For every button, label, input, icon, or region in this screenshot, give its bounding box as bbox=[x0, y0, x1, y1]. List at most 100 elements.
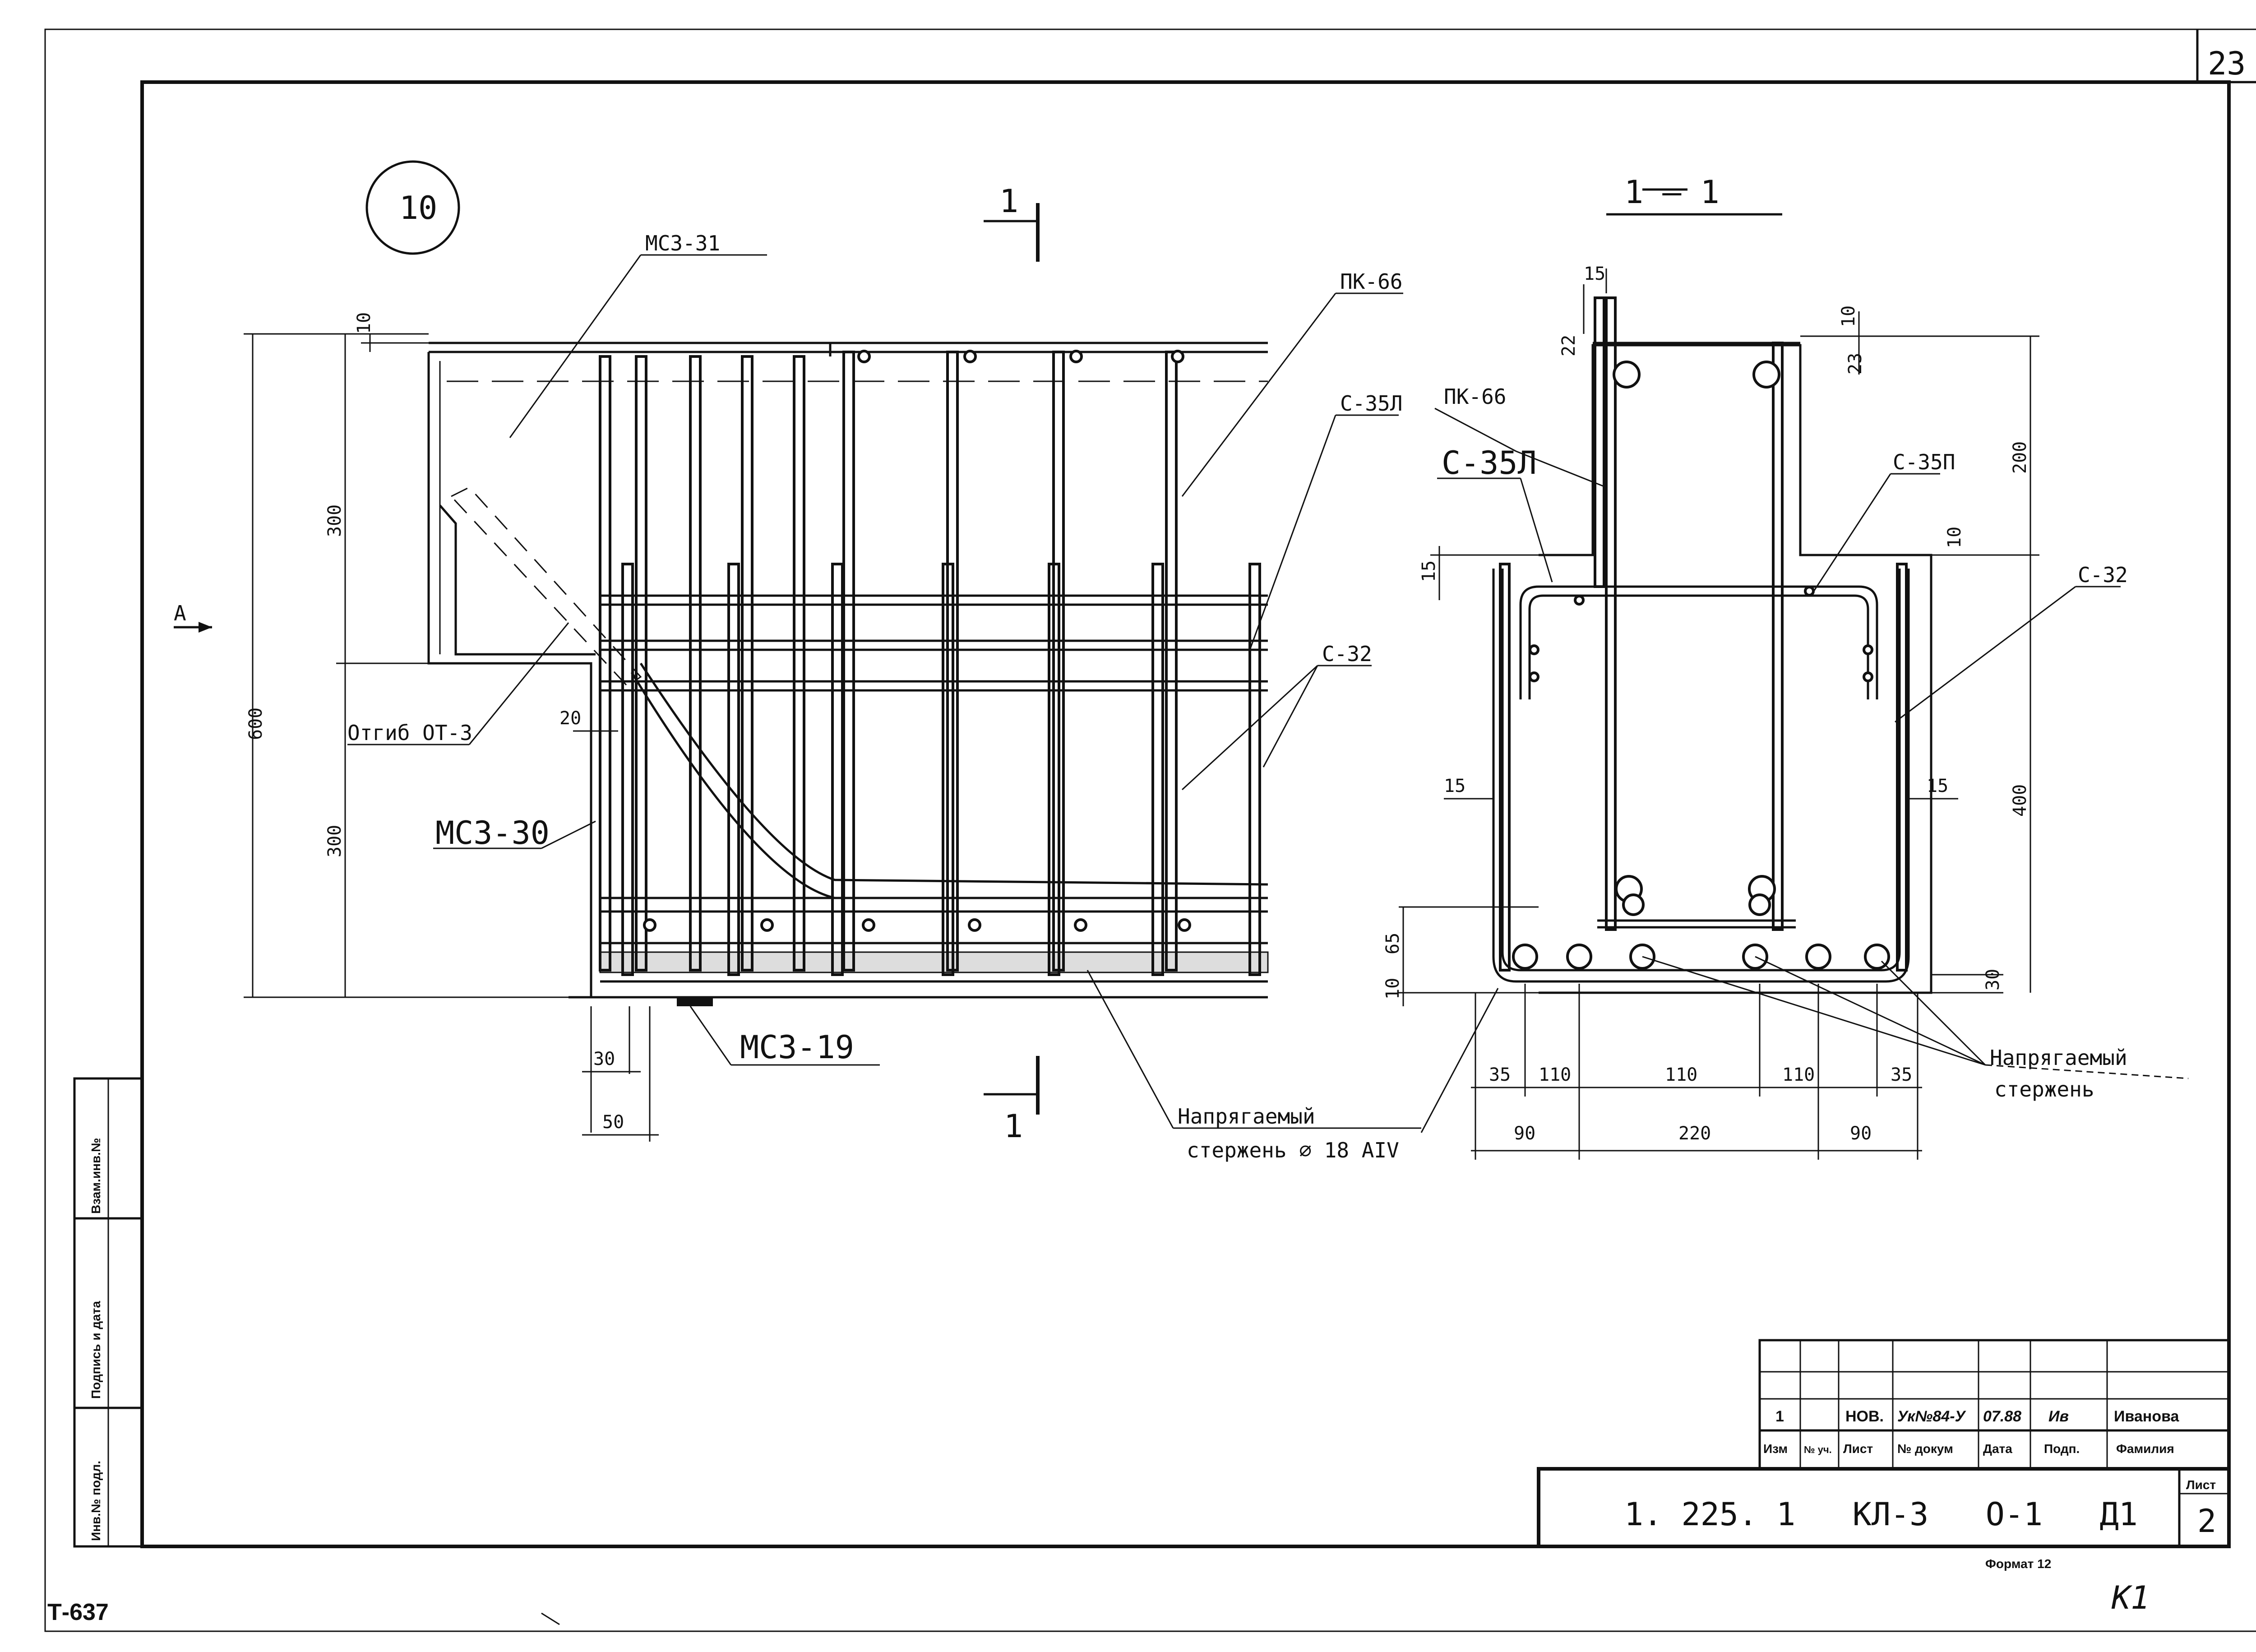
designation: 1. 225. 1 КЛ-3 О-1 Д1 bbox=[1624, 1496, 2138, 1533]
long-bar-1 bbox=[1613, 361, 1641, 389]
sect-label-c32: С-32 bbox=[2078, 563, 2128, 587]
sheet-label: Лист bbox=[2186, 1478, 2216, 1492]
rev-date: 07.88 bbox=[1983, 1408, 2021, 1425]
corner-mark: К1 bbox=[2111, 1579, 2150, 1616]
small-bar-2 bbox=[1529, 644, 1539, 655]
hdr-nuch: № уч. bbox=[1804, 1444, 1832, 1455]
small-bar-1 bbox=[1574, 595, 1585, 606]
sect-dim-400: 400 bbox=[2010, 784, 2030, 817]
top-bar-dot-4 bbox=[1171, 350, 1184, 363]
bottom-bar-dot-4 bbox=[968, 918, 981, 932]
stamp-strip bbox=[73, 1077, 143, 1548]
dim-50: 50 bbox=[602, 1112, 624, 1133]
hdr-list: Лист bbox=[1843, 1442, 1873, 1456]
sect-label-c35p: С-35П bbox=[1893, 450, 1955, 474]
sect-bottom-dim-1-4: 110 bbox=[1782, 1064, 1815, 1085]
section-mark-bottom: 1 bbox=[1004, 1108, 1023, 1145]
page-number: 23 bbox=[2208, 45, 2246, 82]
outer-border bbox=[44, 28, 2256, 1632]
sect-dim-15a: 15 bbox=[1419, 560, 1439, 582]
long-bar-2 bbox=[1752, 361, 1780, 389]
sect-label-c35l: С-35Л bbox=[1442, 444, 1537, 481]
sect-dim-23: 23 bbox=[1845, 353, 1866, 375]
label-c35l: С-35Л bbox=[1340, 391, 1402, 416]
bottom-bar-dot-1 bbox=[643, 918, 656, 932]
label-tendon-1: Напрягаемый bbox=[1178, 1104, 1315, 1129]
sect-dim-200: 200 bbox=[2010, 441, 2030, 474]
sect-dim-15-top: 15 bbox=[1584, 264, 1605, 284]
label-pk66: ПК-66 bbox=[1340, 269, 1402, 294]
bottom-bar-dot-6 bbox=[1178, 918, 1191, 932]
section-title: 1 — 1 bbox=[1624, 174, 1720, 211]
elevation-view bbox=[174, 160, 1421, 1142]
top-bar-dot-2 bbox=[963, 350, 977, 363]
mesh-bar-2 bbox=[727, 563, 740, 976]
section-view bbox=[1399, 188, 2189, 1160]
detail-number: 10 bbox=[399, 190, 437, 227]
sect-dim-10-bot: 10 bbox=[1382, 978, 1403, 1000]
mesh-bar-4 bbox=[942, 563, 954, 976]
mesh-bar-5 bbox=[1048, 563, 1060, 976]
sect-bottom-dim-2-3: 90 bbox=[1850, 1123, 1872, 1144]
small-bar-5 bbox=[1863, 644, 1873, 655]
label-msz19: МСЗ-19 bbox=[740, 1029, 854, 1066]
label-tendon-2: стержень ∅ 18 АIV bbox=[1187, 1138, 1399, 1162]
detail-circle bbox=[365, 160, 460, 255]
sect-dim-15-left: 15 bbox=[1444, 776, 1465, 796]
sect-bottom-dim-1-5: 35 bbox=[1891, 1064, 1912, 1085]
support-bar-1 bbox=[1622, 893, 1645, 916]
hdr-izm: Изм bbox=[1763, 1442, 1788, 1456]
mesh-bar-3 bbox=[831, 563, 844, 976]
label-c32: С-32 bbox=[1322, 642, 1372, 666]
archive-code: Т-637 bbox=[47, 1599, 109, 1625]
stirrup-bar-9 bbox=[1165, 351, 1178, 972]
rev-sign: Ив bbox=[2048, 1408, 2069, 1425]
label-msz31: МСЗ-31 bbox=[645, 231, 720, 255]
sect-dim-10b: 10 bbox=[1944, 527, 1965, 548]
hdr-sign: Подп. bbox=[2044, 1442, 2080, 1456]
sect-bottom-dim-2-1: 90 bbox=[1514, 1123, 1535, 1144]
stirrup-bar-2 bbox=[635, 355, 647, 972]
bottom-bar-dot-5 bbox=[1074, 918, 1087, 932]
dim-600: 600 bbox=[245, 708, 266, 740]
sect-label-tendon-1: Напрягаемый bbox=[1990, 1046, 2127, 1070]
tendon-bar-1 bbox=[1512, 944, 1538, 970]
title-block bbox=[1537, 1339, 2231, 1548]
dim-30: 30 bbox=[593, 1049, 615, 1069]
bottom-bar-dot-3 bbox=[862, 918, 875, 932]
small-bar-6 bbox=[1863, 671, 1873, 682]
sect-bottom-dim-2-2: 220 bbox=[1678, 1123, 1711, 1144]
sect-dim-30: 30 bbox=[1983, 969, 2003, 990]
rev-name: Иванова bbox=[2114, 1408, 2180, 1425]
tendon-bar-2 bbox=[1566, 944, 1592, 970]
hdr-name: Фамилия bbox=[2116, 1442, 2174, 1456]
rev-izm: 1 bbox=[1775, 1408, 1784, 1425]
mesh-bar-6 bbox=[1151, 563, 1164, 976]
mesh-bar-1 bbox=[621, 563, 634, 976]
rev-doc: Ук№84-У bbox=[1897, 1408, 1967, 1425]
stirrup-bar-3 bbox=[689, 355, 702, 972]
rev-list: НОВ. bbox=[1845, 1408, 1884, 1425]
stirrup-bar-1 bbox=[599, 355, 611, 972]
sheet-number: 2 bbox=[2197, 1503, 2216, 1540]
dim-20: 20 bbox=[559, 708, 581, 729]
hdr-doc: № докум bbox=[1897, 1442, 1953, 1456]
stamp-col-replace: Взам.инв.№ bbox=[89, 1138, 103, 1214]
stamp-col-inventory: Инв.№ подл. bbox=[89, 1461, 103, 1541]
stirrup-bar-6 bbox=[842, 351, 855, 972]
top-bar-dot-1 bbox=[857, 350, 871, 363]
stirrup-bar-5 bbox=[793, 355, 805, 972]
format-label: Формат 12 bbox=[1985, 1557, 2051, 1571]
section-bars bbox=[1512, 361, 1890, 970]
sect-bottom-dim-1-3: 110 bbox=[1665, 1064, 1697, 1085]
sect-label-pk66: ПК-66 bbox=[1444, 384, 1506, 409]
view-arrow-label: А bbox=[174, 601, 186, 625]
sect-dim-22: 22 bbox=[1558, 335, 1579, 356]
support-bar-2 bbox=[1748, 893, 1771, 916]
elevation-bars bbox=[599, 350, 1261, 976]
label-msz30: МСЗ-30 bbox=[435, 814, 550, 851]
tendon-bar-5 bbox=[1805, 944, 1831, 970]
sect-label-tendon-2: стержень bbox=[1994, 1077, 2094, 1101]
